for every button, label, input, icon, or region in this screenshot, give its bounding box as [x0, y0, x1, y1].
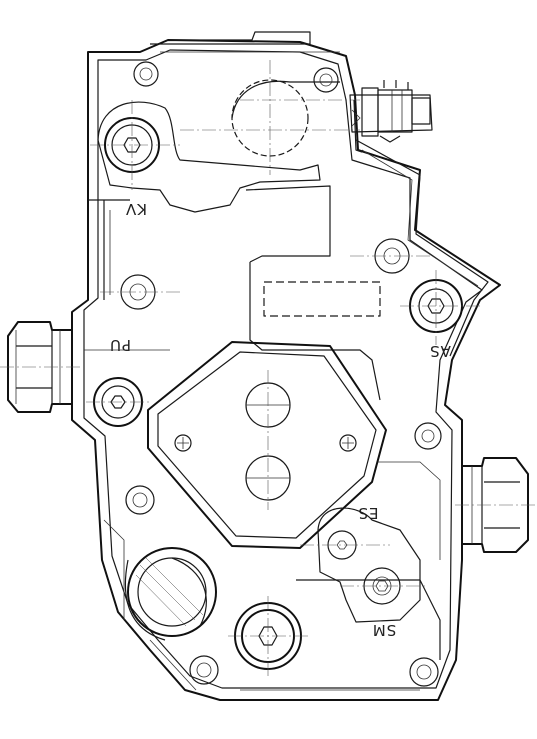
bolt-top-right — [313, 67, 339, 93]
bolt-right-mid — [414, 422, 442, 450]
bolt-top-left — [133, 61, 159, 87]
bolt-bottom-left — [189, 655, 219, 685]
bolt-bottom-right — [409, 657, 439, 687]
bracket-strap — [355, 139, 489, 357]
right-hex-plug — [455, 457, 537, 553]
housing-inner-outline — [83, 49, 483, 689]
left-hex-plug — [0, 321, 80, 413]
label-sm: SM — [372, 621, 396, 639]
solenoid-connector — [349, 80, 433, 153]
flange-screw-left — [174, 434, 192, 452]
es-sm-channel — [317, 507, 421, 623]
large-port — [124, 547, 217, 641]
label-as: AS — [429, 342, 451, 360]
diamond-flange — [147, 341, 387, 549]
flange-screw-right — [339, 434, 357, 452]
dashed-window — [263, 281, 381, 317]
inner-face — [245, 185, 381, 401]
top-plate — [150, 31, 311, 45]
kv-boss-contour — [97, 101, 321, 213]
bolt-left-lower — [125, 485, 155, 515]
label-kv: KV — [125, 200, 147, 218]
label-pu: PU — [109, 336, 131, 354]
label-es: ES — [358, 504, 379, 522]
